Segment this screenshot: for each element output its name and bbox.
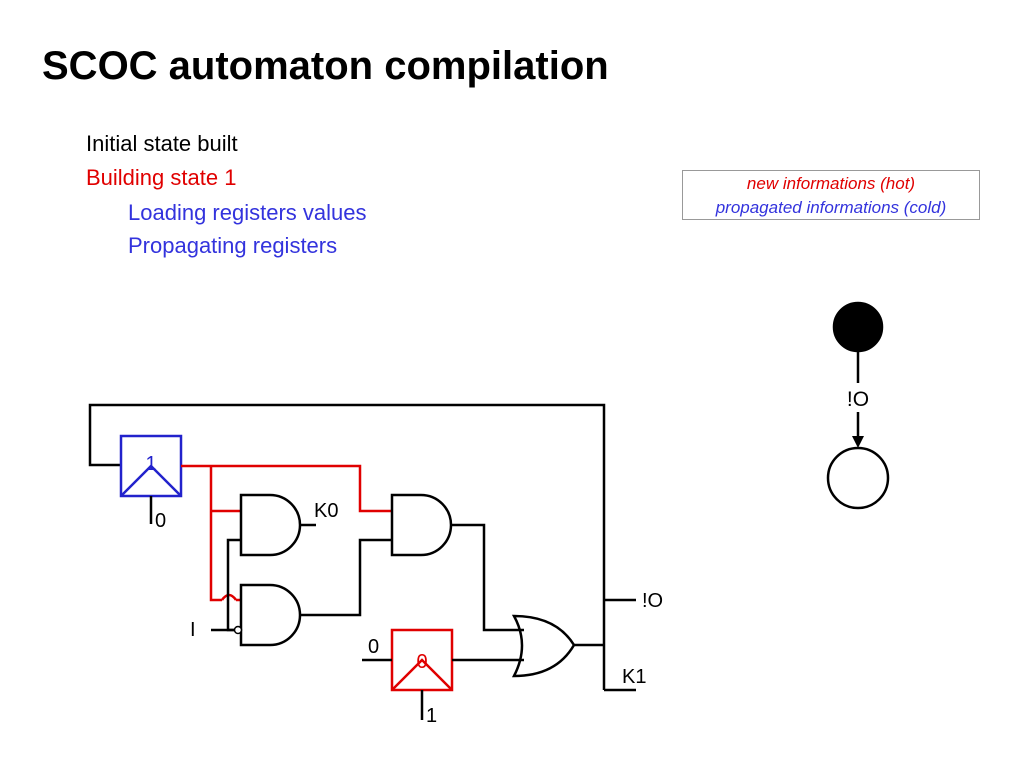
- output-k1-label: K1: [622, 666, 646, 688]
- slide-title: SCOC automaton compilation: [42, 44, 609, 88]
- and2-to-and3-wire: [300, 538, 392, 617]
- legend-box: new informations (hot) propagated inform…: [682, 170, 980, 220]
- automaton-transition-label: !O: [847, 388, 869, 411]
- automaton-state-1: [826, 446, 890, 510]
- register-top-init: 0: [155, 510, 166, 532]
- inverter-bubble: [233, 625, 243, 635]
- automaton-initial-state: [832, 301, 884, 353]
- step-propagating-registers: Propagating registers: [128, 233, 338, 258]
- hot-wire-main: [181, 464, 392, 513]
- register-top-clock: [120, 464, 182, 497]
- register-bottom-init: 1: [426, 705, 437, 727]
- hot-wire-down: [209, 511, 222, 602]
- and-gate-2: [239, 583, 302, 647]
- or-gate: [511, 614, 576, 678]
- and-gate-k0: [239, 493, 302, 557]
- register-bottom-input-label: 0: [368, 636, 379, 658]
- legend-hot: new informations (hot): [746, 174, 916, 193]
- register-bottom-value: 0: [416, 651, 427, 673]
- automaton-arrowhead: [852, 436, 864, 448]
- step-building-state: Building state 1: [86, 165, 237, 190]
- and-gate-3: [390, 493, 453, 557]
- step-initial-state: Initial state built: [86, 131, 238, 156]
- legend-cold: propagated informations (cold): [715, 198, 947, 217]
- output-not-o-label: !O: [642, 590, 663, 612]
- and3-to-or-wire: [451, 523, 524, 632]
- input-i-label: I: [190, 619, 196, 641]
- register-bottom-clock: [391, 658, 453, 691]
- register-top-value: 1: [145, 453, 156, 475]
- step-loading-registers: Loading registers values: [128, 200, 367, 225]
- input-i-to-and1-wire: [226, 538, 241, 632]
- output-k0-label: K0: [314, 500, 338, 522]
- feedback-wire: [88, 403, 606, 690]
